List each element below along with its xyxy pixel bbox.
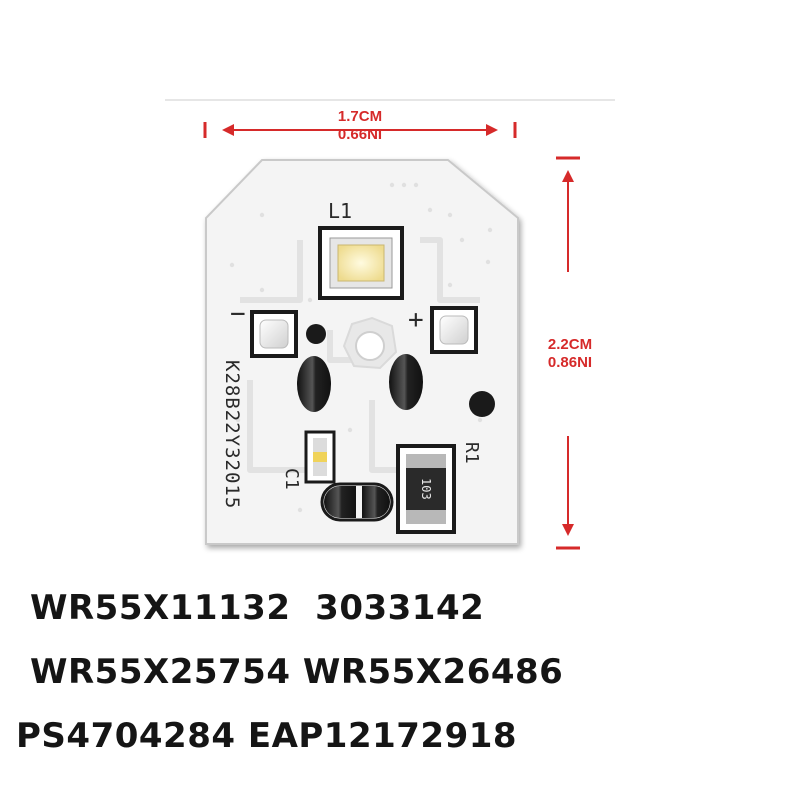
plus-silkscreen-label: +: [408, 305, 424, 335]
minus-silkscreen-label: −: [230, 299, 246, 329]
via-dots: [229, 182, 493, 513]
part-numbers-line-1: WR55X11132 3033142: [30, 588, 485, 628]
solder-joint-right: [389, 354, 423, 410]
mounting-dot-right: [469, 391, 495, 417]
capacitor-silkscreen-label: C1: [281, 468, 302, 490]
width-dimension-arrow: [203, 122, 517, 138]
resistor-code-marking: 103: [419, 478, 433, 500]
serial-number-silkscreen: K28B22Y32015: [221, 360, 243, 509]
width-in-label: 0.66NI: [337, 126, 383, 143]
solder-joint-left: [297, 356, 331, 412]
plus-pad: [430, 306, 478, 354]
part-numbers-line-2: WR55X25754 WR55X26486: [30, 652, 564, 692]
capacitor-c1: [304, 430, 336, 484]
led-silkscreen-label: L1: [328, 199, 352, 223]
led-emitter: [337, 244, 385, 282]
resistor-r1: [396, 444, 456, 534]
resistor-silkscreen-label: R1: [461, 442, 482, 464]
solder-jumper-bottom: [320, 482, 394, 522]
height-cm-label: 2.2CM: [547, 336, 593, 353]
led-chip: [318, 226, 404, 300]
mounting-dot-left: [306, 324, 326, 344]
height-label: 2.2CM 0.86NI: [530, 336, 610, 372]
height-dimension-arrow: [556, 156, 580, 550]
part-numbers-line-3: PS4704284 EAP12172918: [16, 716, 518, 756]
minus-pad: [250, 310, 298, 358]
center-mounting-hole: [342, 316, 398, 370]
width-label: 1.7CM 0.66NI: [320, 108, 400, 144]
height-in-label: 0.86NI: [547, 354, 593, 371]
width-cm-label: 1.7CM: [337, 108, 383, 125]
